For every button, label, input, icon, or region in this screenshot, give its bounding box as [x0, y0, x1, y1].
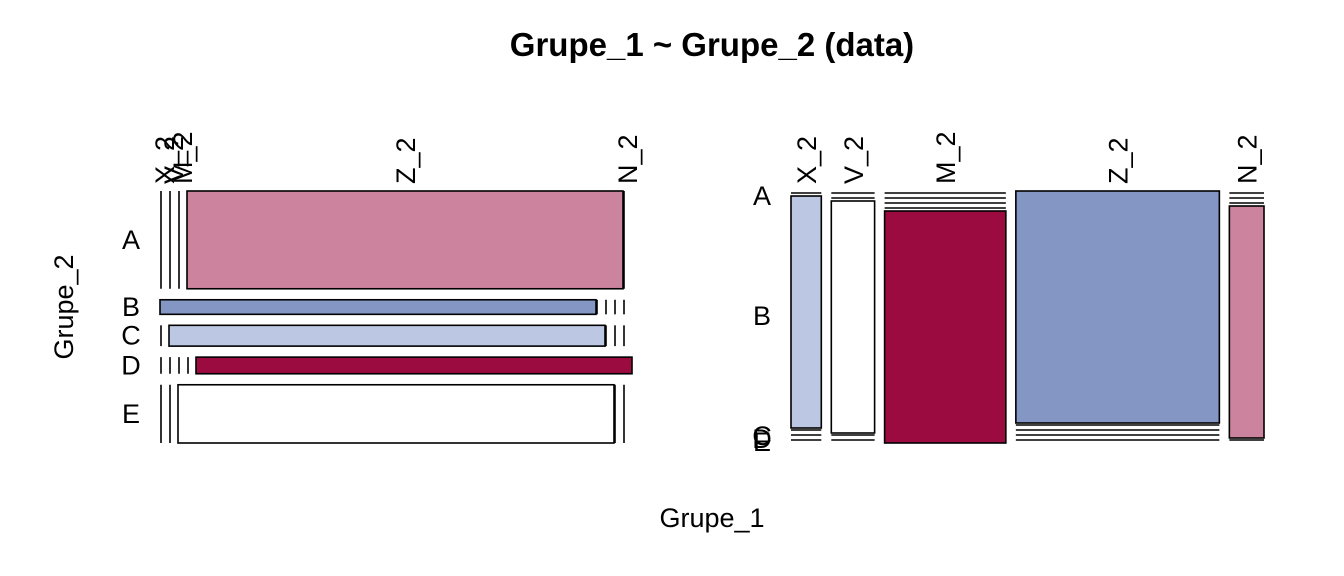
row-label-C: C	[121, 321, 141, 351]
col-label-Z_2: Z_2	[391, 137, 421, 184]
mosaic-cell-E-M_2	[177, 383, 615, 444]
row-label-E: E	[122, 399, 140, 429]
col-label-right-M_2: M_2	[931, 131, 961, 184]
mosaic-cell-X_2-B	[790, 195, 823, 429]
col-label-V_2: V_2	[159, 136, 189, 184]
col-label-X_2: X_2	[150, 136, 180, 184]
chart-title: Grupe_1 ~ Grupe_2 (data)	[510, 26, 914, 63]
mosaic-cell-A-Z_2	[186, 190, 624, 290]
mosaic-cell-V_2-C	[830, 200, 876, 434]
row-label-right-B: B	[753, 301, 771, 331]
row-label-right-D: D	[752, 424, 772, 454]
row-label-D: D	[121, 350, 141, 380]
col-label-right-V_2: V_2	[839, 136, 869, 184]
mosaic-cell-M_2-E	[883, 210, 1007, 444]
row-label-right-A: A	[753, 181, 771, 211]
col-label-right-N_2: N_2	[1233, 134, 1263, 184]
row-label-A: A	[122, 225, 140, 255]
mosaic-cell-Z_2-A	[1015, 190, 1221, 424]
row-label-right-C: C	[752, 421, 772, 451]
col-label-right-X_2: X_2	[792, 136, 822, 184]
col-label-right-Z_2: Z_2	[1104, 137, 1134, 184]
row-label-right-E: E	[753, 427, 771, 457]
mosaic-cell-N_2-D	[1228, 205, 1265, 439]
y-axis-label: Grupe_2	[49, 254, 79, 359]
right-mosaic-panel: X_2 V_2 M_2 Z_2 N_2A B CDE	[752, 131, 1265, 457]
col-label-N_2: N_2	[613, 134, 643, 184]
col-label-M_2: M_2	[168, 131, 198, 184]
mosaic-cell-B-X_2	[159, 298, 597, 316]
row-label-B: B	[122, 292, 140, 322]
mosaic-cell-C-V_2	[168, 324, 606, 347]
x-axis-label: Grupe_1	[659, 503, 764, 533]
mosaic-cell-D-N_2	[195, 356, 633, 375]
